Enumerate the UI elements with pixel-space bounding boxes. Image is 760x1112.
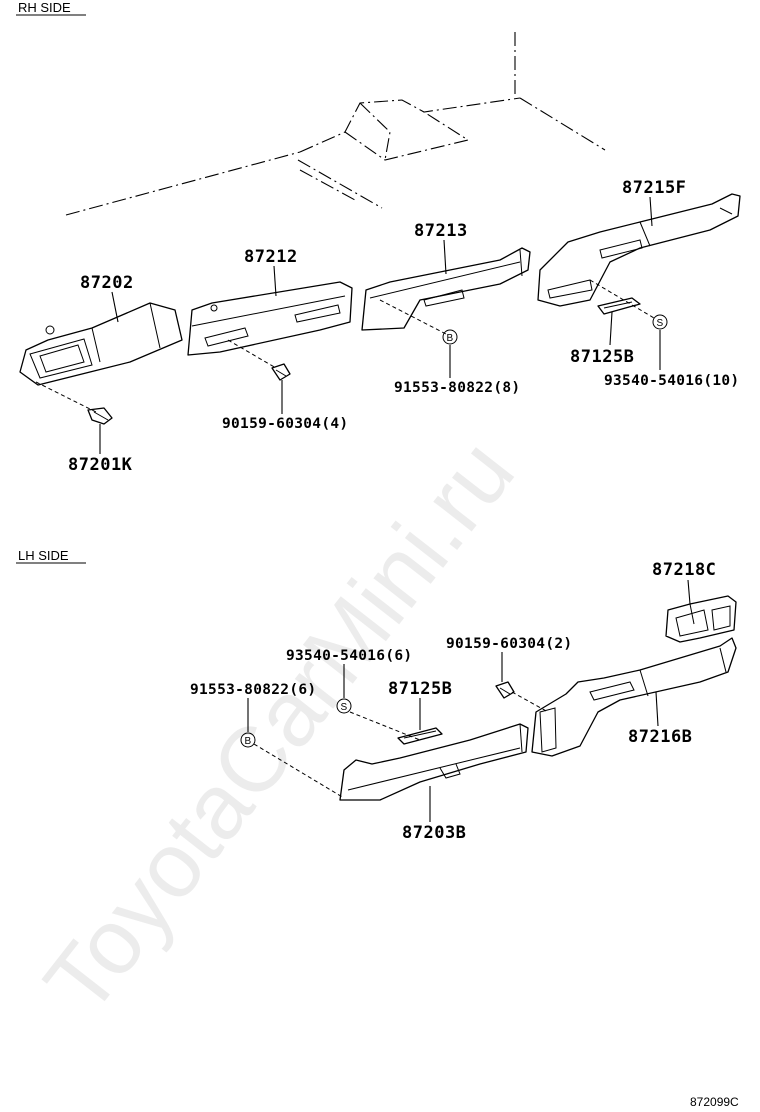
lh-side-section: LH SIDE bbox=[16, 548, 737, 843]
guide-87215f-to-retainer bbox=[589, 279, 655, 319]
label-87213: 87213 bbox=[414, 221, 468, 241]
label-87125b-rh: 87125B bbox=[570, 347, 634, 367]
label-retainer-lh: 93540-54016(6) bbox=[286, 648, 412, 664]
part-87218c-cover[interactable] bbox=[665, 595, 737, 643]
leader-87125b-rh bbox=[609, 311, 613, 346]
part-87215f-scuff-plate[interactable] bbox=[537, 193, 741, 307]
leader-87212 bbox=[273, 265, 277, 297]
label-87215f: 87215F bbox=[622, 178, 686, 198]
guide-retainer-lh bbox=[349, 711, 421, 741]
leader-87202 bbox=[111, 291, 119, 323]
leader-87215f bbox=[649, 196, 653, 227]
part-87203b-scuff-plate[interactable] bbox=[339, 723, 529, 801]
rh-side-label: RH SIDE bbox=[18, 0, 71, 15]
leader-87218c bbox=[687, 579, 691, 605]
label-screw-rh: 90159-60304(4) bbox=[222, 416, 348, 432]
watermark-text: ToyotaCarMini.ru bbox=[25, 422, 533, 1033]
lh-side-label: LH SIDE bbox=[18, 548, 69, 563]
part-87125b-lh-pad[interactable] bbox=[397, 727, 443, 745]
part-screw-90159-lh[interactable] bbox=[495, 681, 515, 699]
marker-s-rh-text: S bbox=[657, 318, 664, 329]
label-87216b: 87216B bbox=[628, 727, 692, 747]
label-clip-rh: 91553-80822(8) bbox=[394, 380, 520, 396]
label-clip-lh: 91553-80822(6) bbox=[190, 682, 316, 698]
leader-87216b bbox=[655, 691, 659, 727]
label-87201k: 87201K bbox=[68, 455, 133, 475]
label-87212: 87212 bbox=[244, 247, 298, 267]
marker-b-rh: B bbox=[442, 329, 458, 345]
guide-clip-lh bbox=[253, 743, 345, 799]
part-87213-scuff-plate[interactable] bbox=[361, 247, 531, 331]
diagram-code: 872099C bbox=[690, 1095, 739, 1109]
marker-b-rh-text: B bbox=[447, 333, 454, 344]
marker-b-lh-text: B bbox=[245, 736, 252, 747]
part-87201k-clip[interactable] bbox=[87, 407, 113, 425]
guide-87212-to-screw bbox=[227, 339, 277, 369]
marker-s-lh-text: S bbox=[341, 702, 348, 713]
label-87125b-lh: 87125B bbox=[388, 679, 452, 699]
label-87218c: 87218C bbox=[652, 560, 716, 580]
part-screw-90159-rh[interactable] bbox=[271, 363, 291, 381]
rh-side-section: RH SIDE bbox=[16, 0, 741, 475]
marker-s-lh: S bbox=[336, 698, 352, 714]
label-retainer-rh: 93540-54016(10) bbox=[604, 373, 739, 389]
part-87216b-scuff-plate[interactable] bbox=[531, 637, 737, 757]
vehicle-body-outline bbox=[65, 32, 606, 216]
marker-s-rh: S bbox=[652, 314, 668, 330]
guide-87213-to-clip bbox=[379, 299, 447, 335]
label-87203b: 87203B bbox=[402, 823, 466, 843]
label-87202: 87202 bbox=[80, 273, 134, 293]
guide-screw-lh bbox=[511, 691, 549, 713]
label-screw-lh: 90159-60304(2) bbox=[446, 636, 572, 652]
guide-87202-to-87201k bbox=[35, 381, 97, 413]
leader-87213 bbox=[443, 239, 447, 275]
part-87212-scuff-plate[interactable] bbox=[187, 281, 353, 356]
part-87202-scuff-plate[interactable] bbox=[19, 302, 183, 386]
part-87125b-rh-pad[interactable] bbox=[597, 297, 641, 315]
marker-b-lh: B bbox=[240, 732, 256, 748]
